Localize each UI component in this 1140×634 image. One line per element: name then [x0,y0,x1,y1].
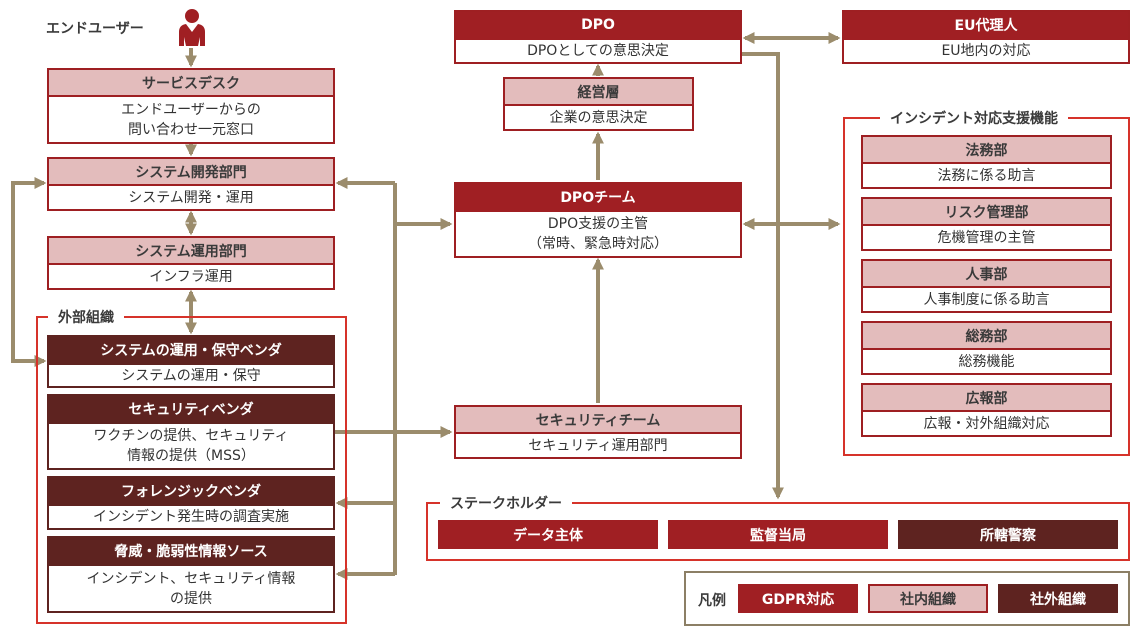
node-desc: インシデント、セキュリティ情報 [86,570,296,587]
threat-info-source-node[interactable]: 脅威・脆弱性情報ソース インシデント、セキュリティ情報 の提供 [47,536,335,613]
stakeholder-group [426,502,1130,561]
external-org-group [36,316,347,624]
external-org-group-title: 外部組織 [48,307,124,327]
security-vendor-node[interactable]: セキュリティベンダ ワクチンの提供、セキュリティ 情報の提供（MSS） [47,394,335,470]
node-desc: 問い合わせ一元窓口 [128,121,254,138]
node-desc: システム開発・運用 [128,189,254,206]
node-desc: 危機管理の主管 [937,229,1036,246]
node-desc: 総務機能 [958,353,1015,370]
node-title: 人事部 [863,261,1110,288]
legend-internal: 社内組織 [868,584,988,613]
dpo-team-node[interactable]: DPOチーム DPO支援の主管 （常時、緊急時対応） [454,182,742,258]
node-title: EU代理人 [844,12,1128,40]
legal-dept-node[interactable]: 法務部 法務に係る助言 [861,135,1112,189]
node-title: 経営層 [505,79,692,106]
legend-label: 凡例 [698,593,726,609]
node-desc: セキュリティ運用部門 [528,437,668,454]
node-desc: 企業の意思決定 [549,109,648,126]
ops-vendor-node[interactable]: システムの運用・保守ベンダ システムの運用・保守 [47,335,335,388]
node-title: リスク管理部 [863,199,1110,226]
stakeholder-police[interactable]: 所轄警察 [898,520,1118,549]
node-title: DPO [456,12,740,40]
node-title: セキュリティチーム [456,407,740,434]
stakeholder-data-subject[interactable]: データ主体 [438,520,658,549]
stakeholder-group-title: ステークホルダー [440,493,572,513]
node-desc: インフラ運用 [149,268,233,285]
node-desc: インシデント発生時の調査実施 [93,509,289,525]
system-dev-node[interactable]: システム開発部門 システム開発・運用 [47,157,335,211]
incident-support-group-title: インシデント対応支援機能 [880,108,1068,128]
node-desc: 広報・対外組織対応 [923,415,1050,432]
node-desc: 法務に係る助言 [937,167,1036,184]
node-desc: 人事制度に係る助言 [923,291,1050,308]
dpo-node[interactable]: DPO DPOとしての意思決定 [454,10,742,64]
node-title: 総務部 [863,323,1110,350]
management-node[interactable]: 経営層 企業の意思決定 [503,77,694,131]
node-desc: EU地内の対応 [941,43,1031,59]
pr-dept-node[interactable]: 広報部 広報・対外組織対応 [861,383,1112,437]
forensic-vendor-node[interactable]: フォレンジックベンダ インシデント発生時の調査実施 [47,476,335,530]
eu-representative-node[interactable]: EU代理人 EU地内の対応 [842,10,1130,64]
legend-external: 社外組織 [998,584,1118,613]
node-title: 広報部 [863,385,1110,412]
arrow-left-loop [11,177,47,367]
node-title: システム開発部門 [49,159,333,186]
node-title: セキュリティベンダ [49,396,333,424]
stakeholder-supervisory-authority[interactable]: 監督当局 [668,520,888,549]
node-desc: （常時、緊急時対応） [528,236,668,252]
service-desk-node[interactable]: サービスデスク エンドユーザーからの 問い合わせ一元窓口 [47,68,335,144]
node-desc: エンドユーザーからの [121,101,261,118]
node-title: システム運用部門 [49,238,333,265]
legend [684,571,1130,626]
risk-mgmt-dept-node[interactable]: リスク管理部 危機管理の主管 [861,197,1112,251]
end-user-label: エンドユーザー [46,21,144,37]
node-title: サービスデスク [49,70,333,97]
legend-gdpr: GDPR対応 [738,584,858,613]
person-icon [176,8,208,46]
system-ops-node[interactable]: システム運用部門 インフラ運用 [47,236,335,290]
node-title: 脅威・脆弱性情報ソース [49,538,333,566]
node-desc: 情報の提供（MSS） [127,448,255,464]
security-team-node[interactable]: セキュリティチーム セキュリティ運用部門 [454,405,742,459]
general-affairs-dept-node[interactable]: 総務部 総務機能 [861,321,1112,375]
node-title: システムの運用・保守ベンダ [49,337,333,365]
hr-dept-node[interactable]: 人事部 人事制度に係る助言 [861,259,1112,313]
node-desc: DPOとしての意思決定 [527,43,669,59]
node-desc: DPO支援の主管 [547,216,649,232]
node-desc: ワクチンの提供、セキュリティ [93,428,289,444]
node-title: DPOチーム [456,184,740,212]
node-desc: システムの運用・保守 [121,367,261,384]
node-title: 法務部 [863,137,1110,164]
node-title: フォレンジックベンダ [49,478,333,506]
node-desc: の提供 [170,590,212,607]
arrow-dpo-to-stakeholders [742,52,784,500]
